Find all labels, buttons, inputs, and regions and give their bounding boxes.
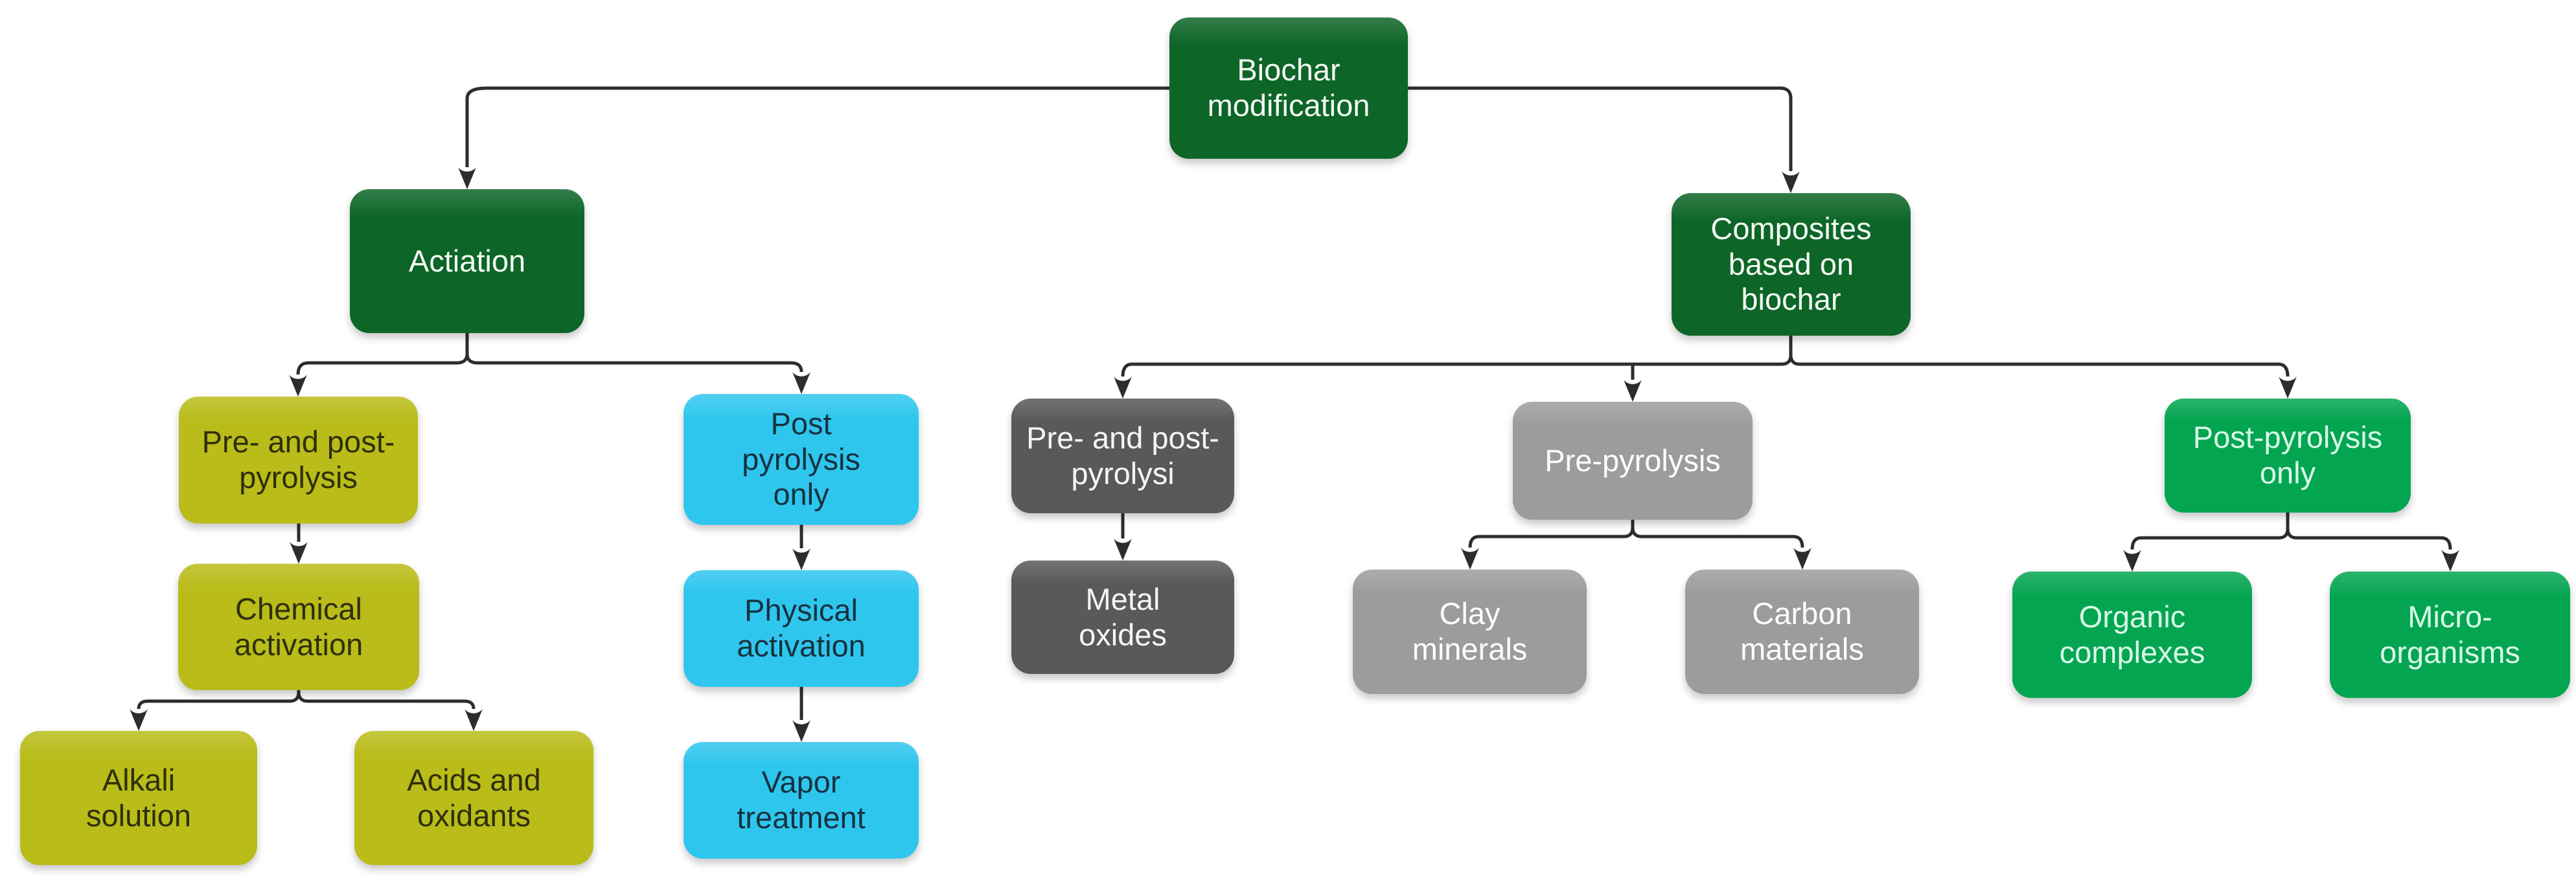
edge-actiation-to-post-pyrolysis-only — [465, 353, 811, 394]
node-physical-activation: Physical activation — [684, 570, 919, 687]
node-clay-minerals: Clay minerals — [1353, 570, 1587, 694]
node-actiation: Actiation — [350, 189, 584, 333]
edge-actiation-to-pre-and-post-pyrolysis — [289, 353, 469, 397]
edge-composites-to-pre-and-post-pyrolysi — [1114, 354, 1793, 399]
node-carbon-materials: Carbon materials — [1685, 570, 1919, 694]
edge-biochar-to-actiation — [458, 86, 1169, 189]
edge-post-pyrolysis-only-green-to-micro-organisms — [2286, 528, 2459, 572]
node-post-pyrolysis-only-green: Post-pyrolysis only — [2165, 399, 2411, 513]
edge-pre-pyrolysis-to-carbon-materials — [1631, 527, 1811, 570]
node-organic-complexes: Organic complexes — [2012, 572, 2252, 698]
node-post-pyrolysis-only: Post pyrolysis only — [684, 394, 919, 525]
node-micro-organisms: Micro- organisms — [2330, 572, 2570, 698]
edge-post-pyrolysis-only-green-to-organic-complexes — [2123, 528, 2290, 572]
node-pre-pyrolysis: Pre-pyrolysis — [1513, 402, 1753, 520]
node-vapor-treatment: Vapor treatment — [684, 742, 919, 859]
edge-biochar-to-composites — [1408, 86, 1800, 193]
edge-composites-to-post-pyrolysis-only-green — [1789, 354, 2297, 399]
node-acids-and-oxidants: Acids and oxidants — [354, 731, 593, 865]
edge-chemical-activation-to-acids-and-oxidants — [297, 691, 483, 731]
node-biochar-modification: Biochar modification — [1169, 17, 1408, 159]
node-chemical-activation: Chemical activation — [178, 564, 419, 690]
edge-chemical-activation-to-alkali-solution — [130, 691, 301, 731]
edge-pre-pyrolysis-to-clay-minerals — [1461, 527, 1635, 570]
node-composites-based-on-biochar: Composites based on biochar — [1672, 193, 1911, 336]
node-metal-oxides: Metal oxides — [1011, 561, 1234, 674]
node-pre-and-post-pyrolysi: Pre- and post- pyrolysi — [1011, 399, 1234, 513]
node-pre-and-post-pyrolysis: Pre- and post- pyrolysis — [179, 397, 418, 524]
node-alkali-solution: Alkali solution — [20, 731, 257, 865]
